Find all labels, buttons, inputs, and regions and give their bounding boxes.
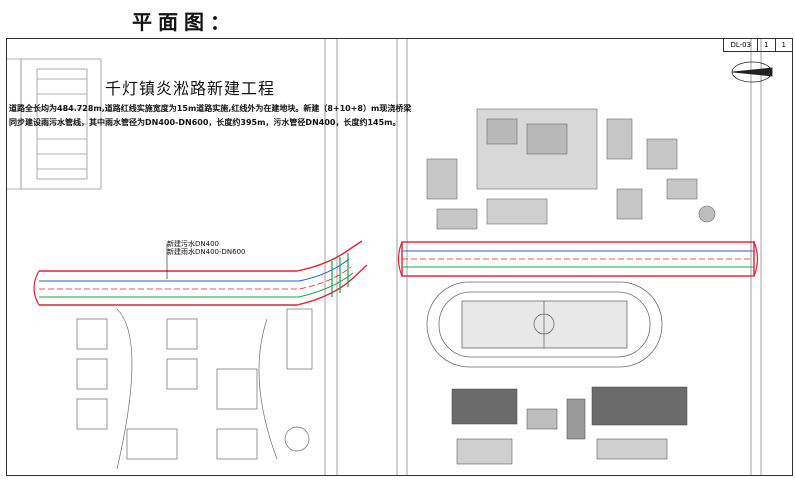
project-note-line-2: 同步建设雨污水管线，其中雨水管径为DN400-DN600，长度约395m，污水管… [9, 118, 401, 127]
lower-left-residential [76, 308, 313, 470]
lower-right-buildings [451, 386, 688, 465]
page-heading: 平面图： [132, 10, 236, 34]
storm-callout: 新建雨水DN400-DN600 [167, 248, 246, 256]
sewer-callout: 新建污水DN400 [167, 240, 219, 248]
new-road-left [33, 240, 368, 306]
sheet-total: 1 [781, 41, 786, 49]
sheet-number-box: DL-03 1 1 [723, 39, 792, 52]
project-title: 千灯镇炎淞路新建工程 [105, 79, 276, 98]
north-arrow-icon [731, 61, 773, 83]
upper-right-campus [426, 108, 716, 230]
drawing-frame: DL-03 1 1 千灯镇炎淞路新建工程 道路全长均为484.728m,道路红线… [6, 38, 793, 476]
upper-left-block [7, 58, 102, 190]
project-note-line-1: 道路全长均为484.728m,道路红线实施宽度为15m道路实施,红线外为在建地块… [9, 104, 412, 113]
sports-track [426, 281, 663, 368]
sheet-code: DL-03 [724, 39, 759, 51]
new-road-right [397, 241, 759, 277]
sheet-number: 1 [758, 39, 776, 51]
central-road [324, 39, 762, 475]
site-plan [7, 39, 773, 475]
